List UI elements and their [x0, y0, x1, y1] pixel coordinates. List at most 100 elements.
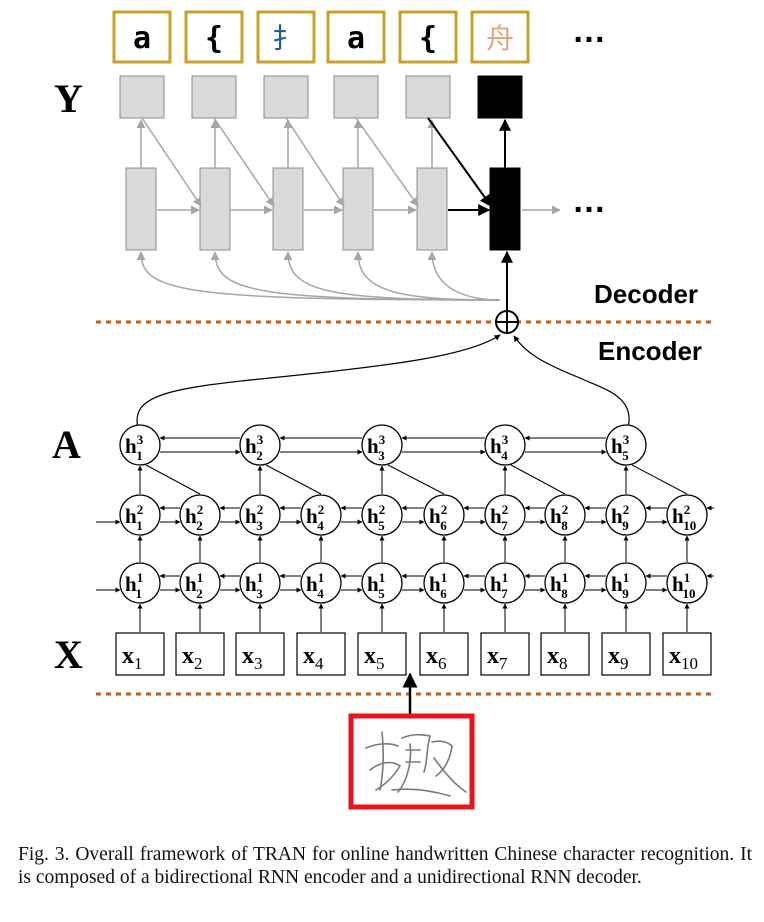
- input-box: [540, 632, 590, 676]
- svg-text:h14: h14: [306, 570, 324, 601]
- input-box: [296, 632, 346, 676]
- output-token-text: a: [133, 21, 151, 56]
- output-y-box: [333, 75, 379, 119]
- output-y-box: [191, 75, 237, 119]
- output-y-box: [477, 75, 523, 119]
- label-y: Y: [54, 76, 83, 121]
- feedback-arrow: [213, 117, 275, 207]
- decoder-cell: [416, 167, 448, 251]
- context-curve: [353, 251, 501, 301]
- attention-curve-left: [136, 334, 501, 429]
- layer-merge-line: [145, 464, 201, 495]
- encoder-label: Encoder: [598, 336, 702, 366]
- svg-text:h19: h19: [611, 570, 629, 601]
- svg-text:h17: h17: [490, 570, 508, 601]
- output-token-box: [398, 10, 458, 64]
- input-box: [175, 632, 225, 676]
- ellipsis-top: …: [572, 12, 606, 50]
- layer-merge-line: [631, 464, 688, 495]
- svg-text:h21: h21: [125, 502, 143, 533]
- layer-merge-line: [387, 464, 445, 495]
- context-curve: [210, 251, 501, 301]
- decoder-rnn: [125, 117, 561, 251]
- decoder-cell: [342, 167, 374, 251]
- context-curve: [136, 251, 501, 301]
- output-token-box: [112, 10, 172, 64]
- layer-merge-line: [265, 464, 322, 495]
- svg-text:h25: h25: [367, 502, 385, 533]
- output-token-box: [326, 10, 386, 64]
- svg-text:h27: h27: [490, 502, 508, 533]
- svg-text:h33: h33: [367, 432, 386, 463]
- output-y-boxes: [119, 75, 523, 119]
- layer-merge-line: [510, 464, 566, 495]
- input-box: [480, 632, 530, 676]
- input-box: [601, 632, 651, 676]
- svg-text:h13: h13: [245, 570, 263, 601]
- svg-text:h34: h34: [490, 432, 509, 463]
- figure-caption: Fig. 3. Overall framework of TRAN for on…: [18, 844, 752, 888]
- svg-text:h18: h18: [550, 570, 568, 601]
- output-token-text: 舟: [486, 23, 514, 54]
- input-box: [235, 632, 285, 676]
- input-box: [419, 632, 469, 676]
- context-curve: [427, 251, 501, 301]
- svg-text:h29: h29: [611, 502, 629, 533]
- decoder-cell: [272, 167, 304, 251]
- context-curve: [283, 251, 501, 301]
- feedback-arrow: [285, 117, 345, 207]
- output-token-text: 扌: [272, 23, 300, 54]
- feedback-arrow: [141, 117, 202, 207]
- decoder-cell: [125, 167, 157, 251]
- svg-text:h26: h26: [429, 502, 447, 533]
- svg-text:h16: h16: [429, 570, 447, 601]
- svg-text:h12: h12: [185, 570, 203, 601]
- svg-text:h28: h28: [550, 502, 568, 533]
- svg-text:h35: h35: [611, 432, 630, 463]
- output-token-text: {: [205, 21, 223, 56]
- svg-text:h23: h23: [245, 502, 263, 533]
- svg-text:h32: h32: [245, 432, 264, 463]
- sum-icon: [495, 310, 519, 334]
- input-box: [357, 632, 407, 676]
- feedback-arrow: [427, 117, 492, 207]
- input-box: [662, 632, 712, 676]
- decoder-label: Decoder: [594, 279, 698, 309]
- label-x: X: [54, 632, 83, 677]
- attention-curve-right: [513, 335, 630, 429]
- ellipsis-right: …: [572, 182, 606, 220]
- feedback-arrow: [355, 117, 419, 207]
- label-a: A: [52, 422, 81, 467]
- output-token-text: {: [419, 21, 437, 56]
- output-token-box: [184, 10, 244, 64]
- svg-text:h31: h31: [125, 432, 144, 463]
- decoder-cell: [489, 167, 521, 251]
- context-curves: [136, 250, 513, 311]
- svg-text:h24: h24: [306, 502, 324, 533]
- svg-text:h11: h11: [125, 570, 143, 601]
